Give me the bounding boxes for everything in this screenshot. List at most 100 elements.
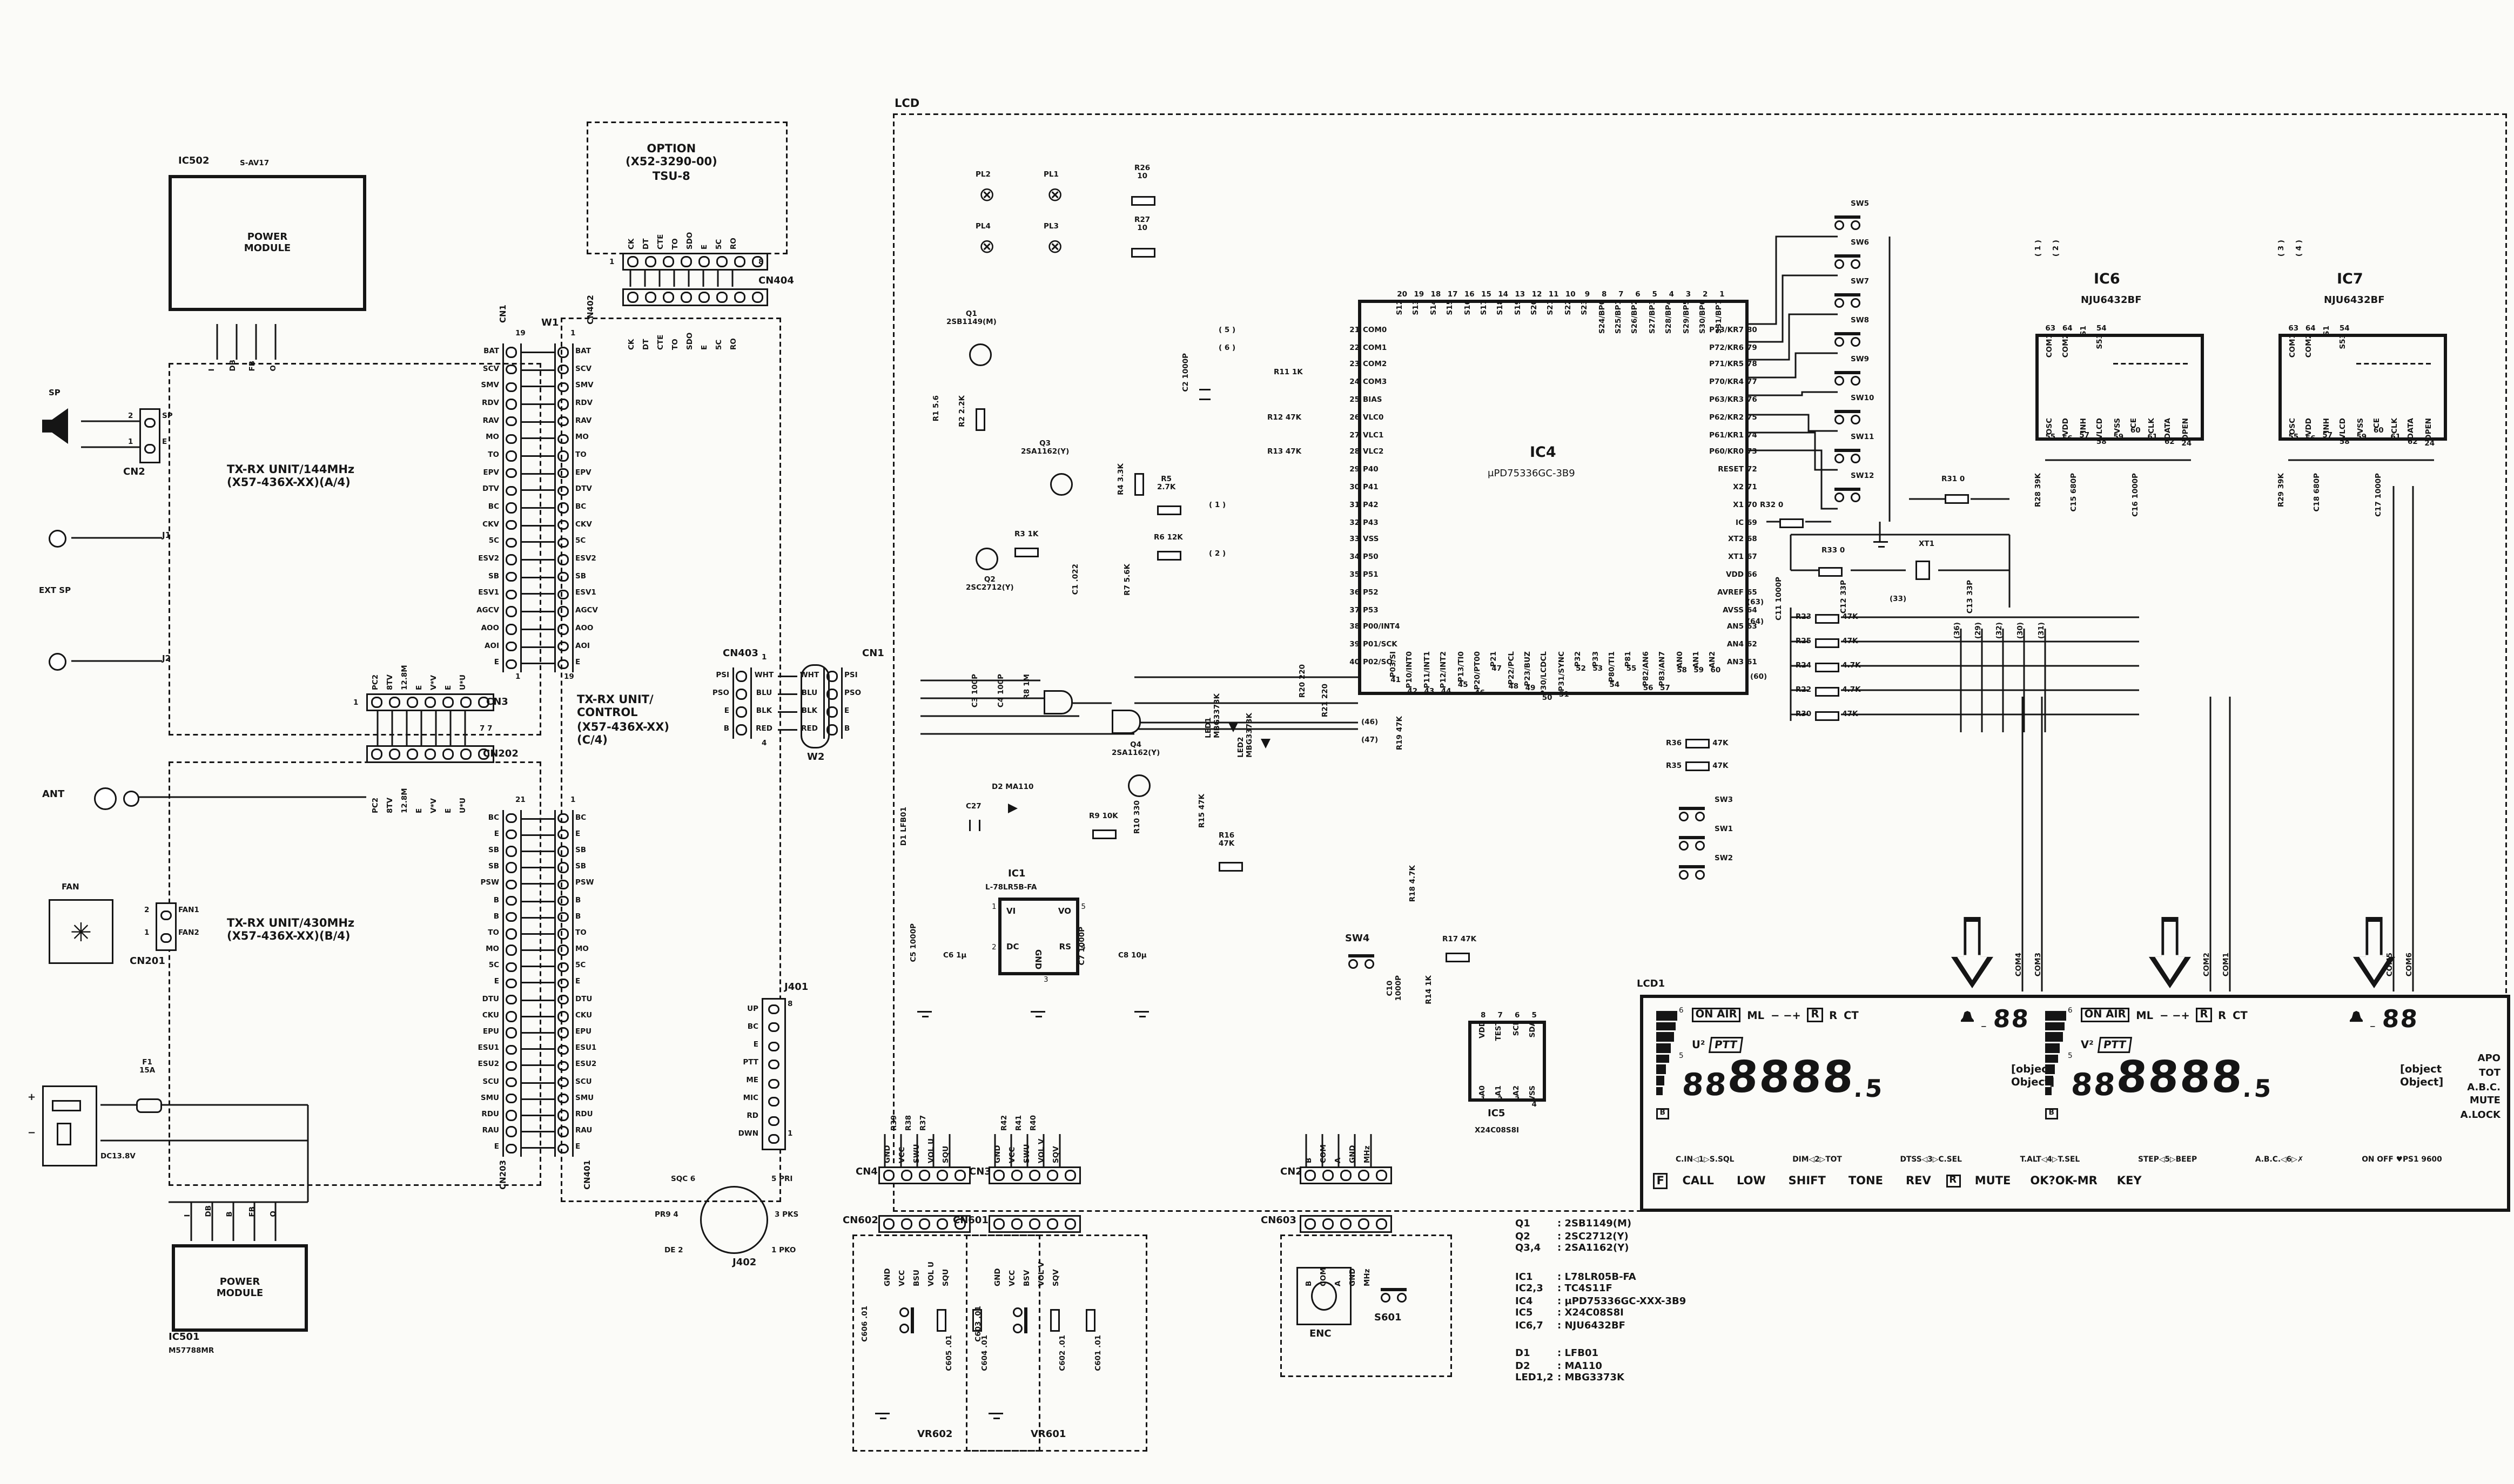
r32-label: R32 0 <box>1760 502 1784 510</box>
switch[interactable] <box>1834 410 1860 425</box>
sw4-label: SW4 <box>1345 933 1370 945</box>
c16-label: C16 1000P <box>2133 473 2141 517</box>
cn3b-connector <box>989 1166 1081 1184</box>
ch-minus: − <box>1980 1024 1987 1032</box>
lamp-pl2-icon: ⊗ <box>979 183 996 206</box>
com3-label: COM3 <box>2035 953 2044 977</box>
fuse-f1-icon <box>136 1098 162 1113</box>
wire-ref-1: ( 1 ) <box>1209 502 1226 510</box>
bar-tick5: 5 <box>1679 1053 1684 1061</box>
switch[interactable] <box>1834 293 1860 308</box>
gnd-c8 <box>1134 1011 1149 1019</box>
cn2-label: CN2 <box>123 467 145 478</box>
unit-144mhz-title: TX-RX UNIT/144MHz(X57-436X-XX)(A/4) <box>227 463 355 490</box>
r31-label: R31 0 <box>1941 476 1965 484</box>
r33-resistor <box>1818 567 1843 577</box>
annunciator-row: ON AIR ML − −+ R R CT <box>1692 1008 1859 1023</box>
switch[interactable] <box>1834 371 1860 386</box>
switch[interactable] <box>1834 488 1860 503</box>
cn1-label: CN1 <box>499 305 509 323</box>
c13-label: C13 33P <box>1967 580 1975 614</box>
gnd-vr602 <box>875 1413 890 1421</box>
com5-label: COM5 <box>2387 953 2395 977</box>
channel-digits: 88 <box>1991 1004 2030 1034</box>
ch-minus: − <box>2369 1024 2376 1032</box>
r6-resistor <box>1157 551 1181 561</box>
switch[interactable] <box>1679 807 1705 822</box>
led2-label: LED2 MBG3373K <box>1238 713 1255 758</box>
on-air-indicator: ON AIR <box>1692 1008 1741 1023</box>
c3-label: C3 100P <box>972 674 980 708</box>
cn603-label: CN603 <box>1261 1215 1296 1226</box>
encoder-body[interactable] <box>1296 1267 1352 1325</box>
ic7-s-bus <box>2356 363 2431 365</box>
dc-voltage-label: DC13.8V <box>100 1154 136 1162</box>
pl3-label: PL3 <box>1044 224 1059 232</box>
switch[interactable] <box>1834 449 1860 464</box>
cn2-pin2-num: 2 <box>128 413 133 421</box>
ant-label: ANT <box>42 789 65 800</box>
ic7-ref: IC7 <box>2337 272 2363 288</box>
pin <box>460 697 472 708</box>
frequency-display: 88 8888 . 5 <box>2069 1053 2273 1103</box>
c2-label: C2 1000P <box>1183 353 1191 392</box>
c27-label: C27 <box>966 804 982 812</box>
vr601-pot2[interactable] <box>1086 1309 1095 1332</box>
r14-label: R14 1K <box>1426 975 1434 1004</box>
r-boxed-indicator: R <box>1807 1008 1823 1023</box>
s601-switch[interactable] <box>1381 1288 1407 1303</box>
w1-top-left-num: 19 <box>515 330 526 339</box>
encoder-box <box>1280 1235 1452 1377</box>
pin <box>425 697 436 708</box>
lcd1-display: 6 5 B ON AIR ML − −+ R R CT − 88 U² PTT … <box>1640 995 2510 1212</box>
option-title: OPTION(X52-3290-00)TSU-8 <box>626 143 717 183</box>
switch[interactable] <box>1679 865 1705 880</box>
r-boxed-indicator: R <box>2196 1008 2212 1023</box>
pin <box>442 748 454 760</box>
w1-top-right-num: 1 <box>570 330 576 339</box>
vr602-pot1[interactable] <box>937 1309 946 1332</box>
wire-ref-29: (29) <box>1975 622 1984 639</box>
j402-label: J402 <box>732 1257 757 1269</box>
switch[interactable] <box>1834 254 1860 269</box>
ic4-part: μPD75336GC-3B9 <box>1488 468 1575 480</box>
pin <box>460 748 472 760</box>
r21-label: R21 220 <box>1322 684 1330 718</box>
cn3-label: CN3 <box>486 697 508 708</box>
r6-label: R6 12K <box>1154 535 1183 543</box>
vr602-switch[interactable] <box>899 1307 910 1333</box>
cn3-num1: 1 <box>353 700 359 708</box>
vr602-pot2[interactable] <box>972 1309 982 1332</box>
q1-transistor <box>969 343 992 366</box>
d1-label: D1 LFB01 <box>901 807 909 846</box>
r5-label: R5 2.7K <box>1157 476 1176 494</box>
vr601-switch[interactable] <box>1012 1307 1023 1333</box>
vr601-pot1[interactable] <box>1050 1309 1060 1332</box>
on-air-indicator: ON AIR <box>2081 1008 2130 1023</box>
switch[interactable] <box>1679 836 1705 851</box>
ic4-ref: IC4 <box>1530 446 1556 462</box>
vr602-box <box>852 1235 1040 1452</box>
q4-transistor <box>1128 774 1151 797</box>
pin <box>628 292 638 303</box>
switch[interactable] <box>1834 332 1860 347</box>
pin <box>646 256 656 267</box>
c1-label: C1 .022 <box>1073 564 1081 595</box>
ant-jack2-icon <box>123 791 139 807</box>
c603-label: C603 .01 <box>976 1306 984 1342</box>
wire-ref-31: (31) <box>2039 622 2047 639</box>
sw4-switch[interactable] <box>1348 954 1374 969</box>
ic1-part: L-78LR5B-FA <box>985 885 1037 893</box>
r16-resistor <box>1219 862 1243 872</box>
c27-cap <box>969 820 980 831</box>
switch[interactable] <box>1834 215 1860 231</box>
cn1-mini-label: CN1 <box>862 648 884 659</box>
